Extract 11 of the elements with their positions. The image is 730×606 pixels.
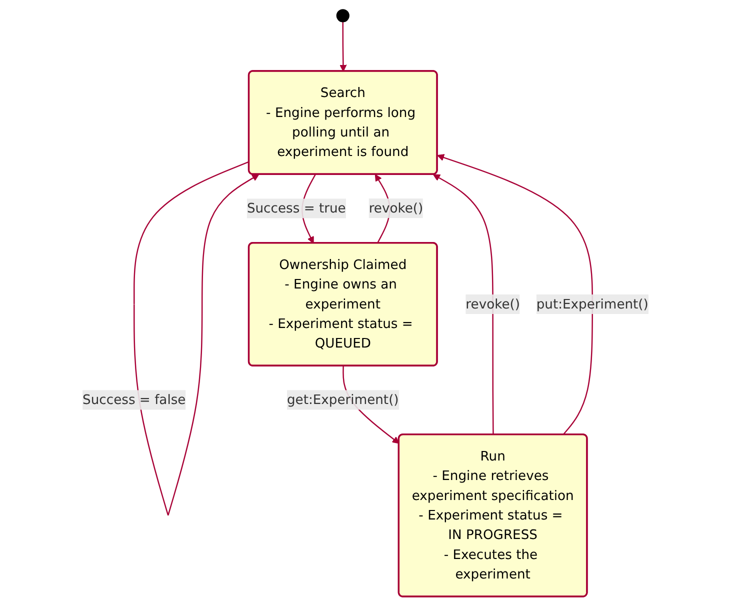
edge-label: get:Experiment() [286, 392, 398, 408]
edge-label: put:Experiment() [536, 296, 648, 312]
node-circle [336, 9, 349, 22]
edge-label: revoke() [368, 200, 423, 216]
edge-label: Success = false [82, 392, 186, 408]
arrow [432, 174, 494, 435]
edge-label: Success = true [246, 200, 346, 216]
arrow [133, 161, 259, 516]
arrow [436, 154, 592, 436]
arrow [339, 22, 346, 72]
edge-label: revoke() [465, 296, 520, 312]
